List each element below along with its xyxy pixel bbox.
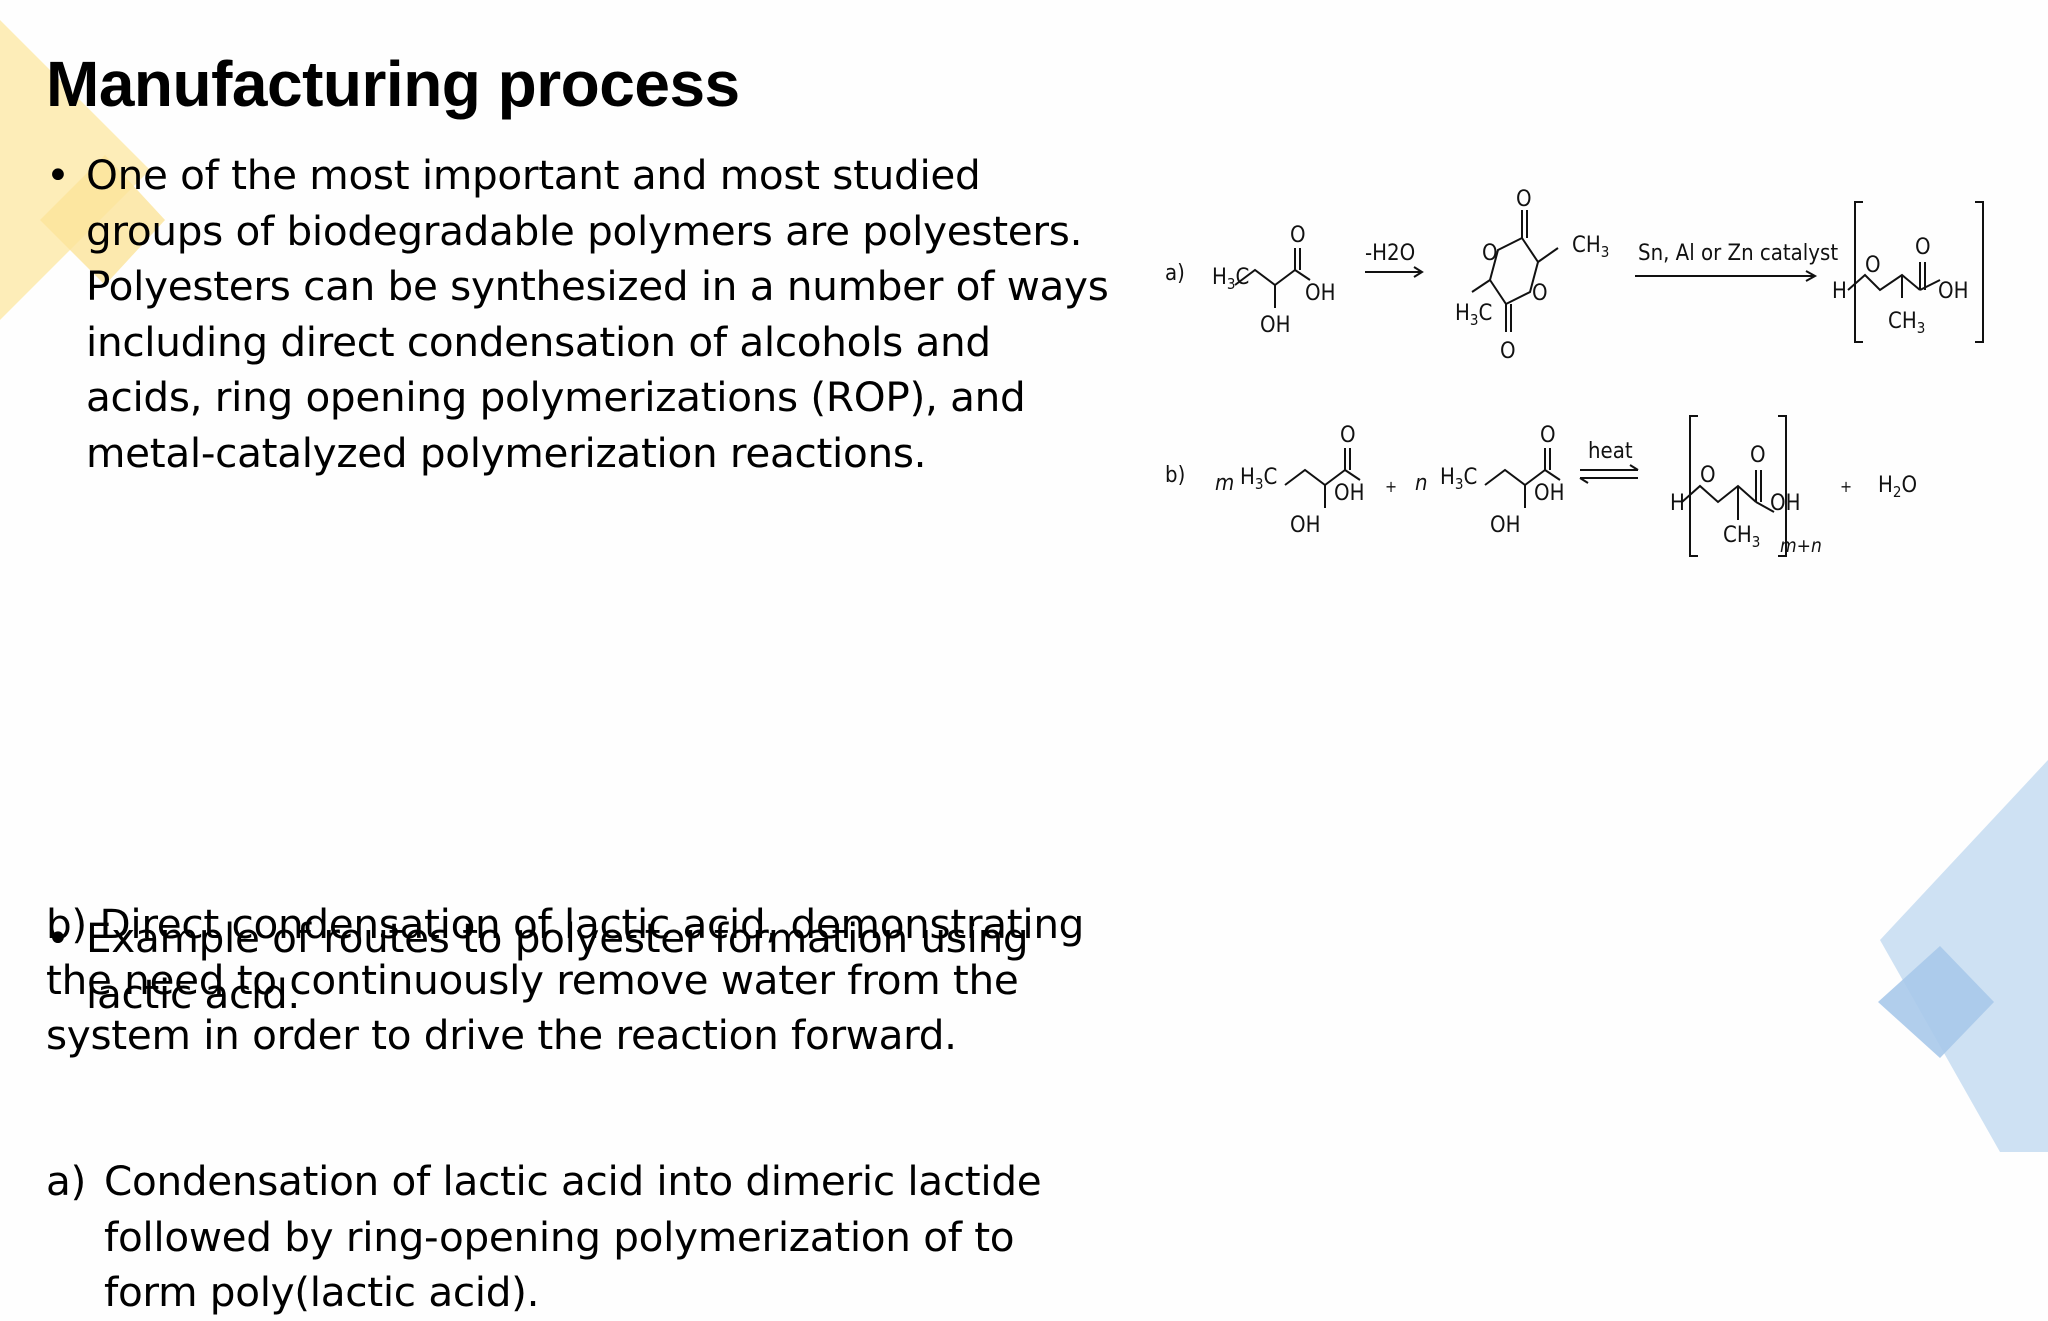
svg-text:O: O [1700, 463, 1716, 488]
svg-text:H2O: H2O [1878, 473, 1917, 501]
catalyst-label: Sn, Al or Zn catalyst [1638, 241, 1838, 266]
coefficient-m: m [1215, 471, 1234, 496]
heat-label: heat [1588, 439, 1633, 464]
svg-text:O: O [1915, 235, 1931, 260]
reaction-scheme: a) H3C O OH OH -H2O O O O O CH3 H3C Sn, … [1165, 187, 1984, 557]
svg-text:O: O [1540, 423, 1556, 448]
item-a: a) Condensation of lactic acid into dime… [46, 1154, 1204, 1321]
bullet-routes: • Example of routes to polyester formati… [46, 911, 1186, 1022]
svg-text:O: O [1482, 241, 1498, 266]
coefficient-n: n [1415, 471, 1428, 496]
item-b: b) Direct condensation of lactic acid, d… [46, 897, 1156, 1064]
slide-title: Manufacturing process [46, 48, 740, 120]
text-line: lactic acid. [86, 969, 300, 1018]
svg-text:O: O [1865, 253, 1881, 278]
svg-text:CH3: CH3 [1723, 523, 1760, 551]
svg-text:O: O [1340, 423, 1356, 448]
text-line: groups of biodegradable polymers are pol… [86, 206, 1083, 255]
svg-text:OH: OH [1534, 481, 1564, 506]
text-line: acids, ring opening polymerizations (ROP… [86, 373, 1026, 421]
item-a-marker: a) [46, 1157, 87, 1205]
text-line: form poly(lactic acid). [104, 1268, 540, 1316]
svg-text:H3C: H3C [1455, 301, 1492, 329]
svg-text:OH: OH [1334, 481, 1364, 506]
svg-text:H3C: H3C [1440, 465, 1477, 493]
svg-text:+: + [1840, 477, 1852, 496]
bullet-polyesters: • One of the most important and most stu… [46, 148, 1186, 481]
plus-sign: + [1385, 477, 1397, 496]
text-line: Condensation of lactic acid into dimeric… [104, 1157, 1042, 1205]
svg-text:CH3: CH3 [1572, 233, 1609, 261]
text-line: including direct condensation of alcohol… [86, 317, 991, 366]
svg-text:O: O [1290, 223, 1306, 248]
row-b-label: b) [1165, 463, 1185, 488]
text-line: Polyesters can be synthesized in a numbe… [86, 262, 1109, 310]
text-line: metal-catalyzed polymerization reactions… [86, 428, 927, 477]
svg-text:OH: OH [1305, 281, 1335, 306]
svg-text:OH: OH [1938, 279, 1968, 304]
yellow-corner-decoration [0, 20, 165, 320]
svg-text:OH: OH [1260, 313, 1290, 338]
svg-text:CH3: CH3 [1888, 309, 1925, 337]
repeat-subscript: m+n [1780, 535, 1822, 557]
row-a-label: a) [1165, 261, 1185, 286]
svg-text:OH: OH [1490, 513, 1520, 538]
text-line: system in order to drive the reaction fo… [46, 1011, 957, 1059]
svg-text:O: O [1516, 187, 1532, 212]
text-line: One of the most important and most studi… [86, 151, 981, 199]
svg-text:H: H [1670, 491, 1685, 516]
bullet-marker: • [46, 914, 70, 962]
svg-text:H: H [1832, 279, 1847, 304]
svg-text:OH: OH [1290, 513, 1320, 538]
svg-text:H3C: H3C [1212, 265, 1249, 293]
svg-text:O: O [1750, 443, 1766, 468]
svg-text:O: O [1500, 339, 1516, 364]
svg-text:H3C: H3C [1240, 465, 1277, 493]
text-line: followed by ring-opening polymerization … [104, 1212, 1015, 1261]
blue-corner-decoration [1878, 760, 2048, 1152]
bullet-marker: • [46, 151, 70, 199]
text-line: Example of routes to polyester formation… [86, 914, 1029, 962]
svg-text:O: O [1532, 281, 1548, 306]
svg-text:OH: OH [1770, 491, 1800, 516]
text-line: b) Direct condensation of lactic acid, d… [46, 900, 1085, 948]
text-line: the need to continuously remove water fr… [46, 955, 1019, 1004]
dehydration-label: -H2O [1365, 241, 1415, 266]
